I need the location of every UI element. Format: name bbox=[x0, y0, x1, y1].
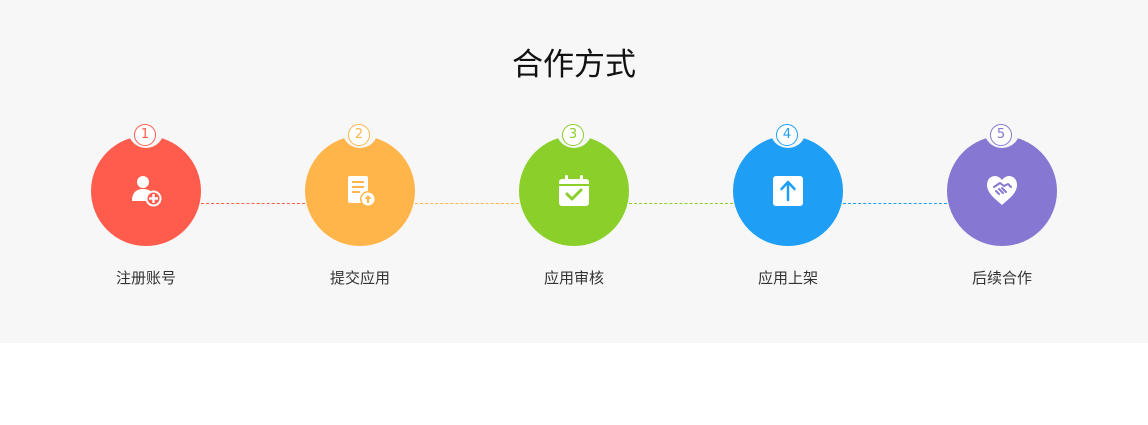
connector-1-2 bbox=[201, 203, 305, 204]
calendar-check-icon bbox=[557, 174, 591, 208]
step-number: 4 bbox=[776, 124, 798, 146]
upload-arrow-icon bbox=[771, 174, 805, 208]
step-number: 3 bbox=[562, 124, 584, 146]
document-upload-icon bbox=[343, 174, 377, 208]
handshake-heart-icon bbox=[985, 174, 1019, 208]
step-label: 后续合作 bbox=[971, 269, 1032, 287]
step-label: 应用审核 bbox=[543, 269, 604, 287]
connector-2-3 bbox=[415, 203, 519, 204]
add-user-icon bbox=[129, 174, 163, 208]
step-number: 1 bbox=[134, 124, 156, 146]
step-label: 注册账号 bbox=[115, 269, 176, 287]
section-title: 合作方式 bbox=[512, 47, 636, 83]
connector-4-5 bbox=[843, 203, 947, 204]
step-number: 5 bbox=[990, 124, 1012, 146]
step-label: 提交应用 bbox=[329, 269, 390, 287]
connector-3-4 bbox=[629, 203, 733, 204]
step-number: 2 bbox=[348, 124, 370, 146]
step-label: 应用上架 bbox=[757, 269, 818, 287]
cooperation-section: 合作方式 1 注册账号 2 bbox=[91, 47, 1057, 287]
